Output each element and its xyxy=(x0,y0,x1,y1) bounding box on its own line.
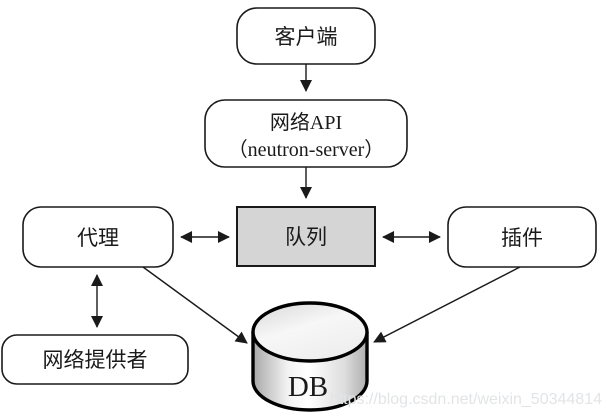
node-provider-label: 网络提供者 xyxy=(43,348,148,372)
node-provider: 网络提供者 xyxy=(1,334,189,385)
db-cylinder-top xyxy=(251,301,369,363)
node-queue: 队列 xyxy=(236,206,376,267)
arrow-plugin-to-db xyxy=(373,266,521,343)
node-plugin-box xyxy=(447,206,597,268)
node-db: DB xyxy=(251,301,369,412)
node-client: 客户端 xyxy=(236,7,376,65)
node-agent-label: 代理 xyxy=(77,226,119,250)
node-agent-box xyxy=(22,206,174,268)
node-db-label: DB xyxy=(288,371,328,403)
node-client-label: 客户端 xyxy=(275,25,338,49)
node-api-label-line1: 网络API xyxy=(270,111,342,134)
node-api: 网络API （neutron-server） xyxy=(204,99,408,168)
node-plugin: 插件 xyxy=(447,206,597,268)
node-client-box xyxy=(236,7,376,65)
node-provider-box xyxy=(1,334,189,385)
arrow-agent-to-db xyxy=(142,266,248,344)
watermark: https://blog.csdn.net/weixin_50344814 xyxy=(330,391,602,408)
node-plugin-label: 插件 xyxy=(501,226,543,250)
node-api-box xyxy=(204,99,408,168)
node-queue-label: 队列 xyxy=(285,225,327,249)
node-agent: 代理 xyxy=(22,206,174,268)
node-api-label-line2: （neutron-server） xyxy=(228,138,385,161)
node-queue-box xyxy=(236,206,376,267)
